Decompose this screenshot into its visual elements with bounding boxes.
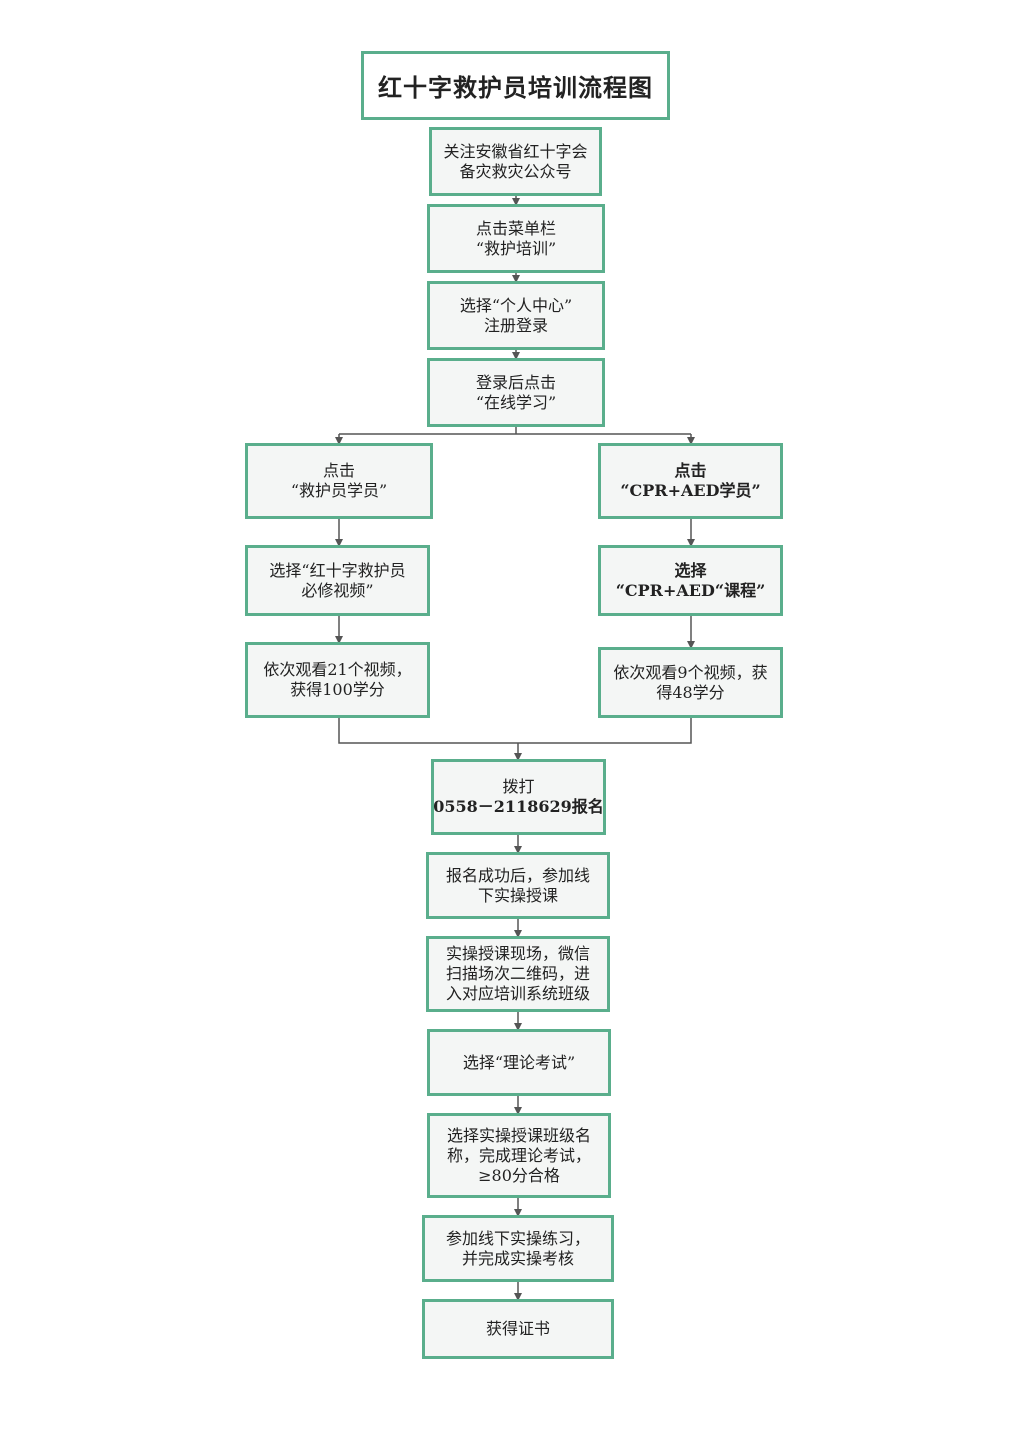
step-left-rescuer-trainee: 点击 “救护员学员” (245, 443, 433, 519)
step-offline-class: 报名成功后，参加线 下实操授课 (426, 852, 610, 919)
step-complete-exam: 选择实操授课班级名 称，完成理论考试， ≥80分合格 (427, 1113, 611, 1198)
step-scan-qr-code: 实操授课现场，微信 扫描场次二维码，进 入对应培训系统班级 (426, 936, 610, 1012)
diagram-title-text: 红十字救护员培训流程图 (378, 73, 653, 102)
diagram-title: 红十字救护员培训流程图 (361, 51, 670, 120)
step-get-certificate: 获得证书 (422, 1299, 614, 1359)
step-left-watch-videos: 依次观看21个视频， 获得100学分 (245, 642, 430, 718)
step-follow-account: 关注安徽省红十字会 备灾救灾公众号 (429, 127, 602, 196)
step-right-cpr-aed-trainee: 点击 “CPR+AED学员” (598, 443, 783, 519)
step-click-menu: 点击菜单栏 “救护培训” (427, 204, 605, 273)
step-call-register: 拨打 0558－2118629报名 (431, 759, 606, 835)
step-right-watch-videos: 依次观看9个视频，获 得48学分 (598, 647, 783, 718)
step-practice-assessment: 参加线下实操练习， 并完成实操考核 (422, 1215, 614, 1282)
step-online-learning: 登录后点击 “在线学习” (427, 358, 605, 427)
merge-line (338, 718, 692, 744)
step-register-login: 选择“个人中心” 注册登录 (427, 281, 605, 350)
step-theory-exam: 选择“理论考试” (427, 1029, 611, 1096)
step-left-required-videos: 选择“红十字救护员 必修视频” (245, 545, 430, 616)
step-right-cpr-aed-course: 选择 “CPR+AED“课程” (598, 545, 783, 616)
